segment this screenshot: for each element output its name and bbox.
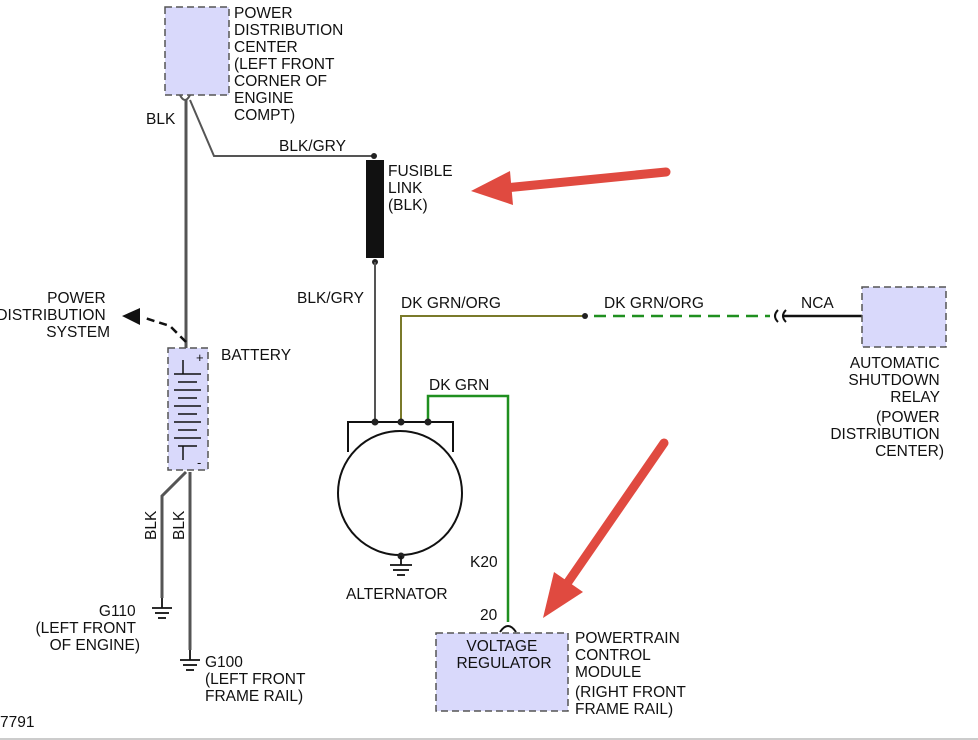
asd-connector-right [782, 309, 787, 323]
alternator[interactable] [337, 418, 463, 576]
wire-label-blk-g110: BLK [143, 510, 160, 540]
wire-label-blk-pdc: BLK [146, 111, 176, 128]
asd-connector-left [774, 309, 779, 323]
battery[interactable]: + - [167, 347, 209, 471]
pcm-connector [499, 625, 517, 633]
battery-minus: - [197, 455, 201, 470]
pdc-box[interactable] [164, 6, 230, 96]
pdc-connector [179, 94, 191, 101]
red-arrow-fusible-link [471, 167, 671, 205]
wire-label-blk-gry-top: BLK/GRY [279, 138, 346, 155]
ground-g110-icon [152, 598, 172, 619]
battery-label: BATTERY [221, 347, 291, 364]
power-distribution-system-label: POWER DISTRIBUTION SYSTEM [0, 290, 110, 341]
alternator-body[interactable] [337, 430, 463, 556]
alternator-label: ALTERNATOR [346, 586, 448, 603]
automatic-shutdown-relay[interactable] [861, 286, 947, 348]
wire-blk-g110[interactable] [160, 470, 188, 598]
asd-relay-label: AUTOMATIC SHUTDOWN RELAY (POWER DISTRIBU… [830, 355, 944, 460]
voltage-regulator-label: VOLTAGE REGULATOR [456, 638, 551, 672]
wire-label-k20: K20 [470, 554, 498, 571]
red-arrow-voltage-regulator [543, 438, 669, 618]
g100-label: G100 (LEFT FRONT FRAME RAIL) [205, 654, 310, 705]
pdc-label: POWER DISTRIBUTION CENTER (LEFT FRONT CO… [234, 5, 348, 124]
pin-label-20: 20 [480, 607, 498, 624]
wire-label-blk-g100: BLK [171, 510, 188, 540]
wire-label-dk-grn: DK GRN [429, 377, 489, 394]
g110-label: G110 (LEFT FRONT OF ENGINE) [36, 603, 141, 654]
battery-box[interactable] [167, 347, 209, 471]
battery-plus: + [196, 350, 204, 365]
alternator-ground-icon [390, 556, 412, 576]
splice-dot-dk-grn-org [582, 313, 588, 319]
power-distribution-system-arrow [122, 308, 187, 343]
wire-label-dk-grn-org-1: DK GRN/ORG [401, 295, 501, 312]
wire-blk-gry-top[interactable] [189, 99, 374, 157]
wire-label-dk-grn-org-2: DK GRN/ORG [604, 295, 704, 312]
wire-dk-grn[interactable] [426, 394, 510, 622]
fusible-link-label: FUSIBLE LINK (BLK) [388, 163, 457, 214]
ground-g100-icon [180, 650, 200, 671]
splice-dot [371, 153, 377, 159]
wire-label-nca: NCA [801, 295, 834, 312]
power-distribution-center[interactable] [164, 6, 230, 101]
fusible-link[interactable] [366, 160, 384, 258]
voltage-regulator-box[interactable] [435, 632, 569, 712]
figure-reference: 7791 [0, 714, 34, 731]
wire-dk-grn-org-solid[interactable] [400, 315, 584, 422]
wire-label-blk-gry-side: BLK/GRY [297, 290, 364, 307]
pcm-label: POWERTRAIN CONTROL MODULE (RIGHT FRONT F… [575, 630, 690, 718]
